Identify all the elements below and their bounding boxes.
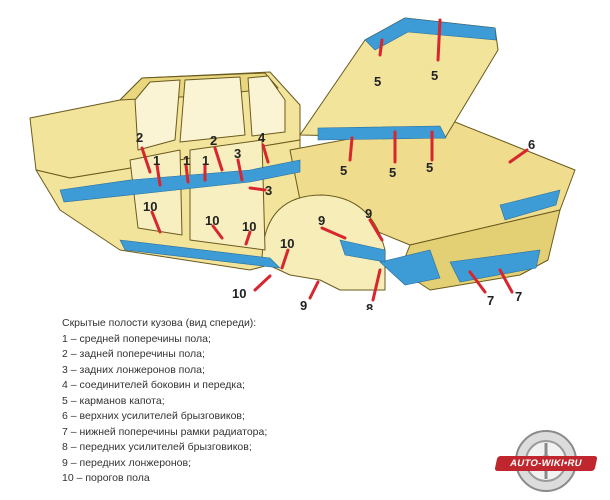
hidden-cavities xyxy=(59,17,561,286)
callout-1: 1 xyxy=(183,153,190,168)
callout-9: 9 xyxy=(318,213,325,228)
callout-9: 9 xyxy=(365,206,372,221)
legend-item: 5 – карманов капота; xyxy=(62,394,165,407)
legend: Скрытые полости кузова (вид спереди): 1 … xyxy=(62,316,422,487)
callout-5: 5 xyxy=(340,163,347,178)
legend-item: 3 – задних лонжеронов пола; xyxy=(62,363,205,376)
callout-1: 1 xyxy=(153,153,160,168)
callout-6: 6 xyxy=(528,137,535,152)
legend-item: 6 – верхних усилителей брызговиков; xyxy=(62,410,245,422)
callout-7: 7 xyxy=(487,293,494,308)
callout-1: 1 xyxy=(202,153,209,168)
callout-arrows xyxy=(140,18,529,302)
callout-5: 5 xyxy=(431,68,438,83)
callout-labels: 1 1 1 2 2 3 3 4 5 5 5 5 5 6 7 7 8 9 9 9 … xyxy=(136,68,535,310)
legend-item: 1 – средней поперечины пола; xyxy=(62,332,211,345)
callout-10: 10 xyxy=(232,286,246,301)
callout-10: 10 xyxy=(143,199,157,214)
callout-2: 2 xyxy=(136,130,143,145)
legend-item: 4 – соединителей боковин и передка; xyxy=(62,379,245,391)
callout-2: 2 xyxy=(210,133,217,148)
legend-item: 10 – порогов пола xyxy=(62,472,150,484)
legend-item: 8 – передних усилителей брызговиков; xyxy=(62,441,252,453)
callout-10: 10 xyxy=(205,213,219,228)
callout-3: 3 xyxy=(265,183,272,198)
callout-5: 5 xyxy=(374,74,381,89)
legend-item: 2 – задней поперечины пола; xyxy=(62,348,205,360)
callout-10: 10 xyxy=(242,219,256,234)
callout-7: 7 xyxy=(515,289,522,304)
callout-5: 5 xyxy=(389,165,396,180)
callout-5: 5 xyxy=(426,160,433,175)
callout-9: 9 xyxy=(300,298,307,310)
car-body xyxy=(29,17,576,291)
legend-item: 9 – передних лонжеронов; xyxy=(62,456,192,469)
legend-title: Скрытые полости кузова (вид спереди): xyxy=(62,317,257,329)
watermark-logo: AUTO-WIKI•RU xyxy=(494,428,598,494)
callout-8: 8 xyxy=(366,301,373,310)
callout-4: 4 xyxy=(258,130,266,145)
callout-3: 3 xyxy=(234,146,241,161)
callout-10: 10 xyxy=(280,236,294,251)
car-body-diagram: 1 1 1 2 2 3 3 4 5 5 5 5 5 6 7 7 8 9 9 9 … xyxy=(29,17,576,310)
watermark-text: AUTO-WIKI•RU xyxy=(494,456,598,471)
legend-item: 7 – нижней поперечины рамки радиатора; xyxy=(62,425,268,438)
